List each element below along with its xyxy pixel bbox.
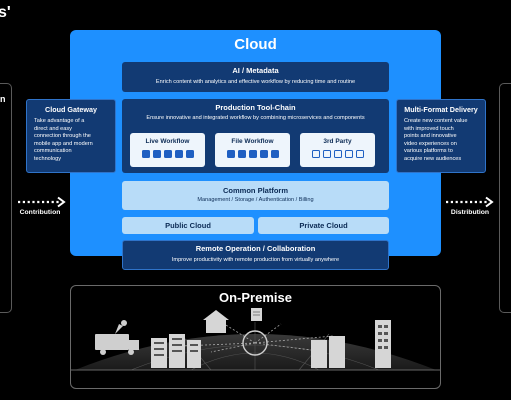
module-square-outline [311,150,320,158]
module-square [141,150,150,158]
corner-logo-fragment: s' [0,4,11,21]
multi-format-delivery-box: Multi-Format Delivery Create new content… [396,99,486,173]
module-square-outline [344,150,353,158]
public-cloud-label: Public Cloud [165,221,211,230]
common-platform-desc: Management / Storage / Authentication / … [197,197,314,203]
distribution-arrow-icon [446,196,494,208]
distribution-label: Distribution [450,209,490,216]
desc-line: direct and easy [34,125,72,132]
common-platform-box: Common Platform Management / Storage / A… [122,181,389,210]
desc-line: acquire new audiences [404,155,462,162]
on-premise-container [70,285,441,389]
production-toolchain-desc: Ensure innovative and integrated workflo… [146,115,365,121]
module-square [259,150,268,158]
common-platform-title: Common Platform [222,186,288,195]
live-workflow-label: Live Workflow [145,138,190,145]
module-square-outline [333,150,342,158]
module-square [152,150,161,158]
rack-slots [154,338,198,356]
desc-line: mobile app and modern [34,140,93,147]
desc-line: Take advantage of a [34,118,85,124]
remote-operation-title: Remote Operation / Collaboration [195,244,316,253]
cloud-gateway-desc: Take advantage of a direct and easy conn… [27,114,115,163]
private-cloud-box: Private Cloud [258,217,389,234]
public-cloud-box: Public Cloud [122,217,254,234]
module-square [270,150,279,158]
remote-operation-desc: Improve productivity with remote product… [171,257,340,263]
module-square [237,150,246,158]
on-premise-title: On-Premise [219,290,292,305]
module-square [185,150,194,158]
desc-line: connection through the [34,133,91,140]
remote-operation-box: Remote Operation / Collaboration Improve… [122,240,389,270]
ai-metadata-title: AI / Metadata [232,66,279,75]
desc-line: technology [34,155,62,162]
satellite-truck-icon [95,320,139,355]
contribution-arrow-icon [18,196,66,208]
left-input-frame [0,83,12,313]
private-cloud-label: Private Cloud [299,221,348,230]
module-square [248,150,257,158]
building-icon [375,320,391,368]
module-square [226,150,235,158]
module-square-outline [322,150,331,158]
production-toolchain-title: Production Tool-Chain [215,103,296,112]
contribution-label: Contribution [19,209,61,216]
file-workflow-modules [215,150,290,158]
desc-line: with improved touch [404,125,454,132]
server-rack-icon [311,336,345,368]
cloud-gateway-title: Cloud Gateway [45,105,97,114]
multi-format-delivery-title: Multi-Format Delivery [404,105,478,114]
third-party-modules [300,150,375,158]
building-windows [378,325,388,349]
file-workflow-box: File Workflow [215,133,290,167]
file-workflow-label: File Workflow [231,138,274,145]
desc-line: communication [34,148,72,155]
third-party-box: 3rd Party [300,133,375,167]
live-workflow-modules [130,150,205,158]
desc-line: video experiences on [404,140,457,147]
network-hub-icon [242,330,268,356]
live-workflow-box: Live Workflow [130,133,205,167]
ai-metadata-box: AI / Metadata Enrich content with analyt… [122,62,389,92]
module-square-outline [355,150,364,158]
desc-line: various platforms to [404,148,453,155]
multi-format-delivery-desc: Create new content value with improved t… [397,114,485,163]
cloud-title: Cloud [234,36,277,53]
right-output-frame [499,83,511,313]
ai-metadata-desc: Enrich content with analytics and effect… [155,79,356,85]
module-square [163,150,172,158]
document-icon [251,308,262,321]
module-square [174,150,183,158]
desc-line: Create new content value [404,118,468,124]
house-icon [203,310,229,333]
on-premise-scene [71,308,440,371]
cloud-gateway-box: Cloud Gateway Take advantage of a direct… [26,99,116,173]
desc-line: points and innovative [404,133,457,140]
left-panel-fragment: n [0,94,6,104]
third-party-label: 3rd Party [323,138,352,145]
